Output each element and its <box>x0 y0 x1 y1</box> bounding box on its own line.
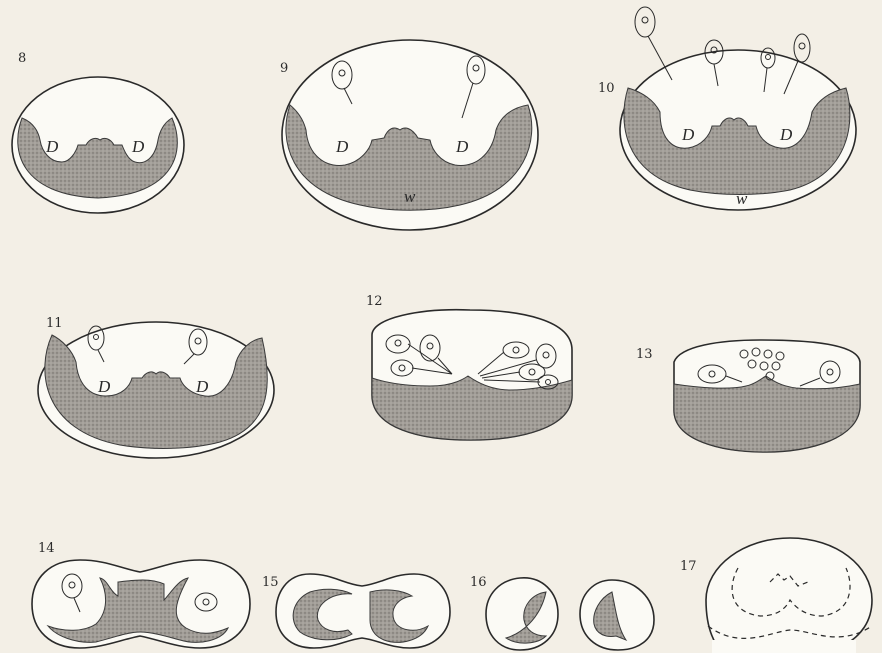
figure-9-label-d-left: D <box>335 137 349 156</box>
figure-8-number: 8 <box>18 51 26 66</box>
figure-17-outline <box>706 538 872 644</box>
figure-17-number: 17 <box>680 559 697 574</box>
figure-16-number: 16 <box>470 575 487 590</box>
figure-10-label-d-right: D <box>779 125 793 144</box>
figure-10: 10 D D w <box>598 7 856 210</box>
figure-10-label-d-left: D <box>681 125 695 144</box>
figure-8: 8 D D <box>12 51 184 213</box>
figure-16: 16 <box>470 575 654 650</box>
figure-8-label-d-right: D <box>131 137 145 156</box>
figure-11-label-d-left: D <box>97 377 111 396</box>
figure-10-cell-1 <box>635 7 672 80</box>
figure-8-label-d-left: D <box>45 137 59 156</box>
figure-9-label-d-right: D <box>455 137 469 156</box>
figure-11-label-d-right: D <box>195 377 209 396</box>
figure-14-number: 14 <box>38 541 55 556</box>
figure-10-number: 10 <box>598 81 615 96</box>
figure-14: 14 <box>32 541 250 648</box>
figure-15: 15 <box>262 574 450 648</box>
figure-17: 17 <box>680 538 872 653</box>
figure-10-label-w: w <box>736 189 748 208</box>
figure-12: 12 <box>366 294 572 440</box>
figure-13: 13 <box>636 340 860 452</box>
figure-9-label-w: w <box>404 187 416 206</box>
figure-15-number: 15 <box>262 575 279 590</box>
figure-11-number: 11 <box>46 316 63 331</box>
figure-13-number: 13 <box>636 347 653 362</box>
figure-9-number: 9 <box>280 61 288 76</box>
figure-12-number: 12 <box>366 294 383 309</box>
figure-11: 11 D D <box>38 316 274 458</box>
figure-9: 9 D D w <box>280 40 538 230</box>
